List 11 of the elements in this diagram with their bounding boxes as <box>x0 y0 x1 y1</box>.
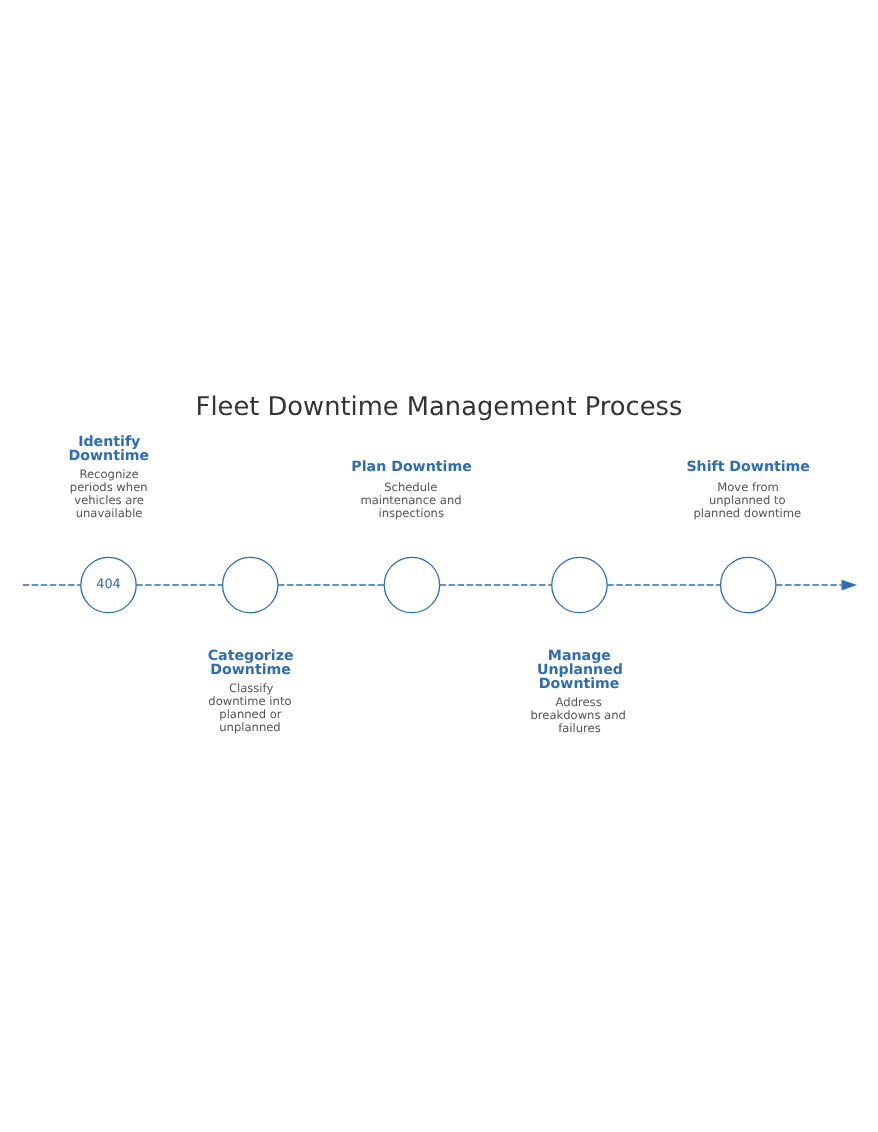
connector <box>135 584 223 586</box>
node-circle <box>383 556 441 614</box>
arrow <box>775 579 857 591</box>
connector <box>606 584 721 586</box>
node-circle <box>719 556 777 614</box>
connector <box>22 584 82 586</box>
connector <box>277 584 385 586</box>
diagram-title: Fleet Downtime Management Process <box>195 392 683 423</box>
node-circle <box>551 556 608 614</box>
connector <box>439 584 553 586</box>
node-circle <box>221 556 279 614</box>
